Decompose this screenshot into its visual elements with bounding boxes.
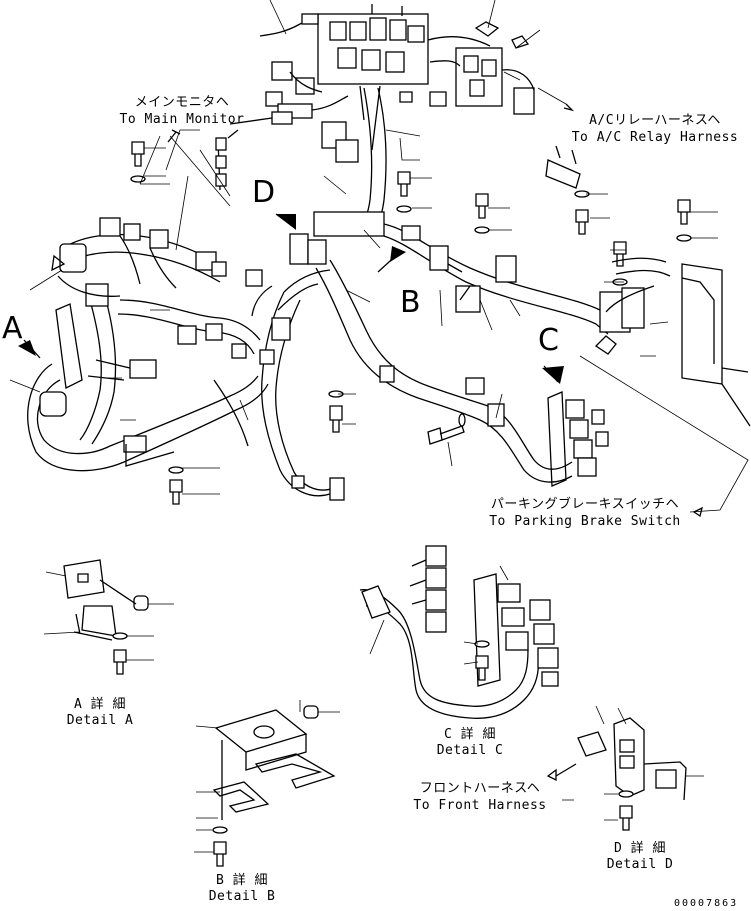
- detail-c-en: Detail C: [436, 743, 504, 758]
- view-letter-b: B: [400, 285, 421, 320]
- top-connector-cluster: [259, 0, 541, 163]
- detail-b-jp: B 詳 細: [216, 873, 268, 888]
- front-harness-jp: フロントハーネスヘ: [419, 781, 541, 796]
- main-monitor-jp: メインモニタヘ: [134, 95, 230, 110]
- arrows: [18, 103, 703, 782]
- center-harness: [177, 233, 573, 501]
- detail-a-jp: A 詳 細: [74, 697, 126, 712]
- view-letter-a: A: [2, 311, 23, 346]
- view-letter-c: C: [538, 323, 559, 358]
- detail-d-jp: D 詳 細: [614, 841, 666, 856]
- right-bracket-plate: [681, 263, 751, 427]
- detail-c-jp: C 詳 細: [444, 727, 496, 742]
- parking-brake-jp: パーキングブレーキスイッチヘ: [490, 497, 680, 512]
- front-harness-en: To Front Harness: [413, 798, 547, 813]
- detail-a-drawing: [43, 559, 174, 675]
- ac-relay-jp: A/Cリレーハーネスヘ: [589, 113, 721, 128]
- detail-b-drawing: [194, 700, 340, 867]
- left-upper-bundle: [51, 111, 293, 317]
- leader-lines: [9, 71, 749, 513]
- view-letter-d: D: [252, 175, 276, 210]
- drawing-number: 00007863: [674, 898, 739, 909]
- parking-brake-en: To Parking Brake Switch: [489, 514, 681, 529]
- right-side-connectors: [545, 145, 671, 355]
- left-harness-loop: [27, 283, 269, 472]
- detail-c-drawing: [359, 545, 559, 719]
- detail-d-drawing: [562, 705, 704, 831]
- ac-relay-en: To A/C Relay Harness: [571, 130, 739, 145]
- main-monitor-en: To Main Monitor: [119, 112, 245, 127]
- detail-a-en: Detail A: [66, 713, 134, 728]
- parking-brake-bracket: [547, 391, 609, 487]
- detail-b-en: Detail B: [208, 889, 276, 904]
- detail-d-en: Detail D: [606, 857, 674, 872]
- bolts-and-washers: [130, 141, 692, 505]
- main-trunk: [313, 87, 617, 335]
